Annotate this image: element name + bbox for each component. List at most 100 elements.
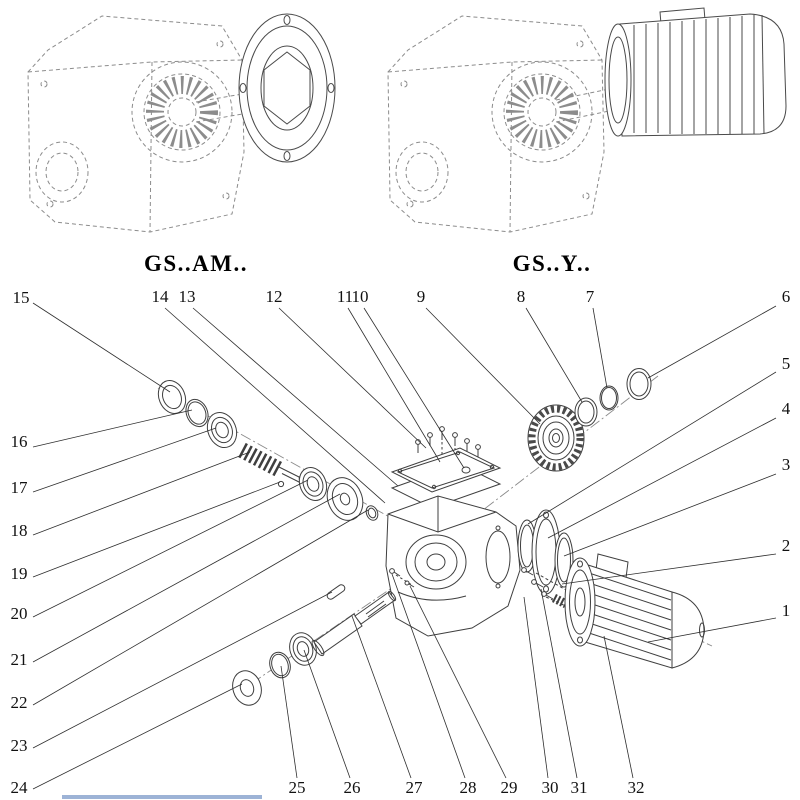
motor-pinion bbox=[551, 593, 569, 609]
shaft-screws bbox=[389, 568, 415, 588]
leader-line-part-3 bbox=[563, 473, 777, 557]
motor-fan-seam bbox=[761, 14, 765, 135]
part-number-21: 21 bbox=[11, 650, 28, 669]
part-number-16: 16 bbox=[11, 432, 28, 451]
leader-line-part-2 bbox=[561, 553, 777, 585]
leader-line-part-8 bbox=[525, 307, 583, 403]
gearbox-y-drawing bbox=[388, 7, 787, 232]
part-number-7: 7 bbox=[586, 287, 595, 306]
input-gear-parts bbox=[527, 368, 652, 472]
leader-line-part-22 bbox=[32, 509, 369, 706]
circlip bbox=[599, 385, 619, 411]
ball-bearing-3 bbox=[289, 632, 317, 666]
exploded-view bbox=[157, 368, 713, 706]
seal-ring bbox=[626, 368, 652, 400]
leader-line-part-4 bbox=[547, 417, 777, 539]
dowel-pin bbox=[277, 480, 285, 488]
worm-gear-wheel bbox=[527, 404, 585, 472]
leader-line-part-32 bbox=[603, 635, 634, 779]
input-shaft-parts bbox=[157, 380, 379, 521]
ball-bearing-2 bbox=[298, 467, 328, 501]
motor-fan-cover bbox=[671, 591, 705, 669]
housing-cover bbox=[390, 447, 502, 493]
part-number-24: 24 bbox=[11, 778, 29, 797]
leader-line-part-13 bbox=[192, 307, 399, 487]
part-number-13: 13 bbox=[179, 287, 196, 306]
leader-line-part-31 bbox=[540, 588, 578, 779]
leader-line-part-15 bbox=[32, 302, 171, 393]
output-shaft bbox=[311, 590, 397, 657]
gearbox-am-drawing bbox=[27, 13, 336, 233]
part-number-25: 25 bbox=[289, 778, 306, 797]
part-number-19: 19 bbox=[11, 564, 28, 583]
part-number-3: 3 bbox=[782, 455, 791, 474]
bottom-artifact-strip bbox=[62, 795, 262, 799]
leader-line-part-30 bbox=[523, 596, 549, 779]
leader-line-part-18 bbox=[32, 451, 251, 536]
leader-line-part-5 bbox=[527, 371, 777, 525]
part-number-11: 11 bbox=[337, 287, 353, 306]
housing-output-face bbox=[485, 530, 511, 584]
leader-line-part-23 bbox=[32, 591, 333, 749]
leader-line-part-24 bbox=[32, 683, 243, 790]
leader-line-part-14 bbox=[164, 307, 386, 504]
leader-line-part-10 bbox=[363, 307, 465, 469]
part-number-31: 31 bbox=[571, 778, 588, 797]
spacer-ring bbox=[574, 397, 598, 427]
leader-line-part-1 bbox=[647, 617, 777, 643]
part-number-23: 23 bbox=[11, 736, 28, 755]
flange-hex-bore bbox=[263, 51, 311, 125]
gearbox-housing-outline bbox=[27, 15, 245, 233]
leader-line-part-26 bbox=[303, 649, 351, 779]
leader-line-part-6 bbox=[647, 305, 777, 379]
part-number-12: 12 bbox=[266, 287, 283, 306]
part-number-18: 18 bbox=[11, 521, 28, 540]
gearbox-housing-copy bbox=[388, 16, 604, 232]
retaining-ring bbox=[185, 398, 209, 428]
part-number-1: 1 bbox=[782, 601, 791, 620]
leader-line-part-19 bbox=[32, 481, 281, 578]
leader-line-part-9 bbox=[425, 307, 541, 425]
leader-line-part-7 bbox=[592, 307, 608, 389]
part-number-8: 8 bbox=[517, 287, 526, 306]
oil-seal bbox=[157, 380, 187, 414]
motor-flange-exploded bbox=[564, 557, 596, 647]
motor-assembly bbox=[521, 553, 705, 669]
vent-plug bbox=[461, 466, 471, 474]
leader-line-part-21 bbox=[32, 493, 341, 663]
part-number-20: 20 bbox=[11, 604, 28, 623]
part-number-28: 28 bbox=[460, 778, 477, 797]
part-number-26: 26 bbox=[344, 778, 361, 797]
view-label-gs-y: GS..Y.. bbox=[513, 251, 592, 276]
part-number-29: 29 bbox=[501, 778, 518, 797]
leader-line-part-20 bbox=[32, 479, 309, 618]
leader-line-part-29 bbox=[409, 585, 507, 779]
leader-line-part-17 bbox=[32, 427, 217, 493]
ball-bearing bbox=[206, 412, 238, 448]
part-number-6: 6 bbox=[782, 287, 791, 306]
output-shaft-parts bbox=[232, 568, 415, 706]
part-number-14: 14 bbox=[152, 287, 170, 306]
leader-line-part-28 bbox=[391, 573, 466, 779]
leader-line-part-11 bbox=[347, 307, 441, 463]
washer-disc bbox=[326, 477, 364, 521]
gear-housing bbox=[385, 495, 521, 637]
motor-drawing bbox=[604, 7, 787, 137]
input-shaft-sketch-right bbox=[555, 87, 615, 123]
leader-line-part-25 bbox=[280, 665, 298, 779]
part-number-30: 30 bbox=[542, 778, 559, 797]
part-number-32: 32 bbox=[628, 778, 645, 797]
part-number-27: 27 bbox=[406, 778, 424, 797]
part-number-22: 22 bbox=[11, 693, 28, 712]
leader-line-part-16 bbox=[32, 409, 193, 448]
leader-line-part-12 bbox=[278, 307, 427, 449]
part-number-9: 9 bbox=[417, 287, 426, 306]
part-number-5: 5 bbox=[782, 354, 791, 373]
part-number-4: 4 bbox=[782, 399, 791, 418]
leader-line-part-27 bbox=[351, 615, 412, 779]
circlip-2 bbox=[269, 651, 291, 679]
part-number-10: 10 bbox=[352, 287, 369, 306]
